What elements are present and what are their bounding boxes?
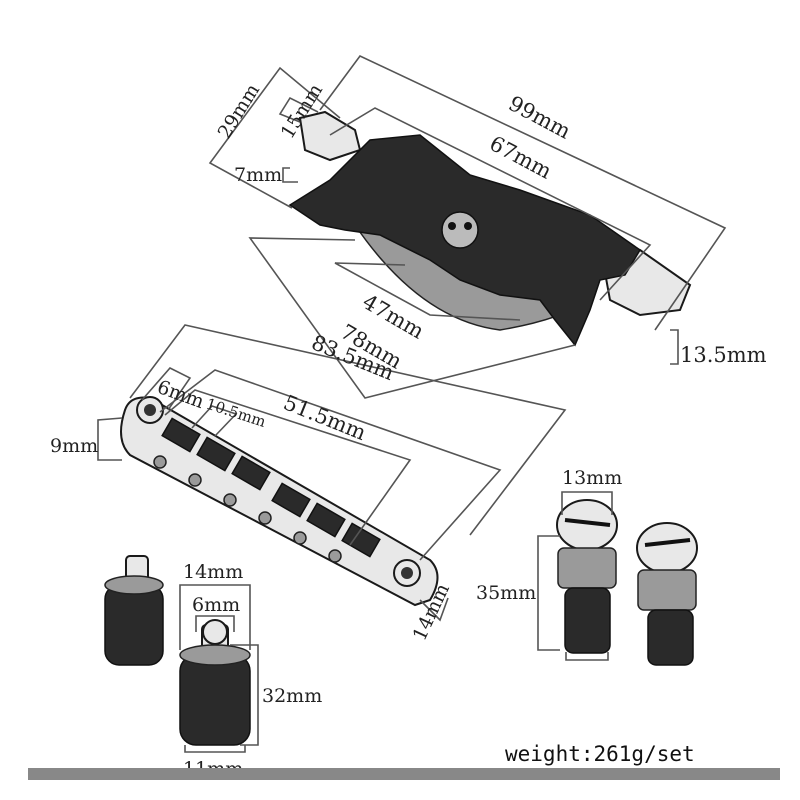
label-anchor-height: 35mm bbox=[476, 582, 536, 604]
label-tail-stud-depth: 7mm bbox=[234, 164, 282, 186]
post-stud-right bbox=[179, 619, 251, 746]
tailpiece-dimensions bbox=[208, 54, 727, 399]
post-dimensions bbox=[179, 584, 259, 753]
label-tail-height: 29mm bbox=[214, 80, 265, 143]
weight-label: weight:261g/set bbox=[505, 742, 695, 766]
label-anchor-width: 13mm bbox=[562, 467, 622, 489]
label-tail-total: 99mm bbox=[505, 91, 575, 143]
label-tail-mid: 67mm bbox=[486, 131, 556, 183]
label-post-pin: 6mm bbox=[192, 594, 240, 616]
label-post-top: 14mm bbox=[183, 561, 243, 583]
post-stud-left bbox=[104, 555, 164, 666]
baseline-bar bbox=[28, 768, 780, 780]
label-tail-side: 13.5mm bbox=[680, 343, 767, 367]
anchor-right bbox=[636, 522, 698, 666]
anchor-left bbox=[556, 499, 618, 654]
anchor-dimensions bbox=[537, 491, 613, 661]
bridge-dimensions bbox=[97, 324, 567, 622]
label-bridge-height: 9mm bbox=[50, 435, 98, 457]
label-post-height: 32mm bbox=[262, 685, 322, 707]
label-bridge-saddle-span: 51.5mm bbox=[280, 390, 369, 445]
tailpiece bbox=[288, 110, 692, 347]
label-bridge-saddle: 10.5mm bbox=[204, 395, 268, 431]
bridge bbox=[120, 396, 439, 607]
